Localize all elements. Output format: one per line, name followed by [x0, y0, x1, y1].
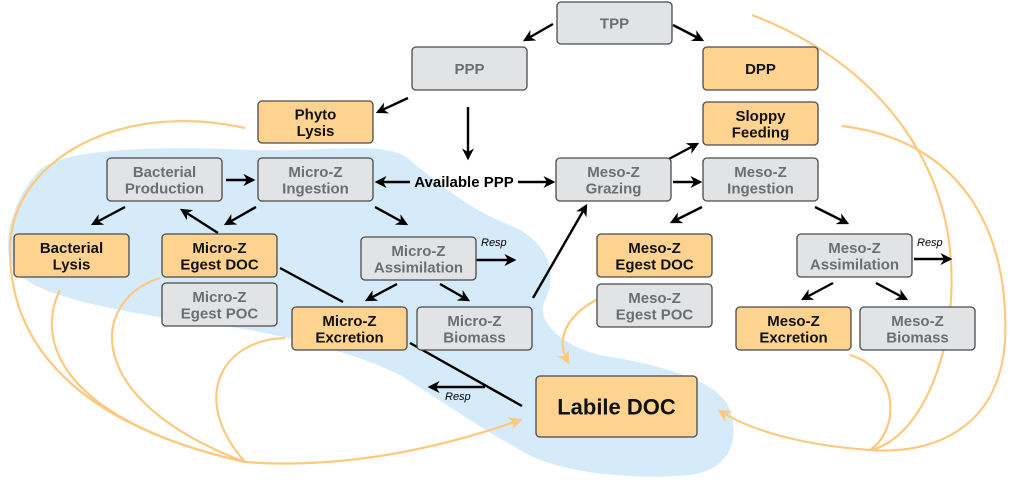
node-box [13, 233, 130, 278]
microz-resp-label: Resp [481, 237, 507, 249]
node-label: Micro-Z [288, 164, 342, 181]
node-label: Grazing [586, 180, 642, 197]
node-label: Bacterial [133, 164, 196, 181]
node-labile-doc: Labile DOC [535, 375, 698, 438]
node-box [735, 306, 852, 351]
node-box [702, 157, 819, 202]
node-label: Meso-Z [828, 240, 881, 257]
node-box [161, 282, 278, 327]
node-label: PPP [454, 61, 484, 78]
node-label: Micro-Z [391, 243, 445, 260]
node-label: Labile DOC [557, 395, 676, 420]
node-label: Meso-Z [628, 290, 681, 307]
node-ppp: PPP [411, 46, 528, 91]
node-label: Egest DOC [180, 256, 259, 273]
node-label: Micro-Z [447, 313, 501, 330]
node-box [859, 306, 976, 351]
node-tpp: TPP [556, 1, 673, 45]
node-box [796, 233, 913, 278]
node-box [416, 306, 533, 351]
node-label: Assimilation [810, 256, 899, 273]
node-label: Meso-Z [767, 313, 820, 330]
node-label: Biomass [886, 329, 949, 346]
node-label: Bacterial [40, 240, 103, 257]
node-label: DPP [745, 61, 776, 78]
node-box [360, 236, 477, 281]
node-label: Micro-Z [192, 289, 246, 306]
node-box [257, 157, 374, 202]
node-label: Meso-Z [734, 164, 787, 181]
node-label: Ingestion [727, 180, 794, 197]
node-label: Egest DOC [615, 256, 694, 273]
node-label: Feeding [732, 124, 790, 141]
node-box [411, 46, 528, 91]
node-dpp: DPP [702, 46, 819, 91]
node-label: Sloppy [735, 108, 786, 125]
node-box [257, 100, 374, 144]
node-label: Excretion [315, 329, 383, 346]
node-box [106, 157, 223, 202]
mesoz-resp-label: Resp [917, 237, 943, 249]
node-label: Excretion [759, 329, 827, 346]
node-label: Ingestion [282, 180, 349, 197]
node-box [596, 283, 713, 328]
node-label: Meso-Z [891, 313, 944, 330]
node-label: Biomass [443, 329, 506, 346]
node-box [535, 375, 698, 438]
node-label: Assimilation [374, 259, 463, 276]
node-label: Meso-Z [628, 240, 681, 257]
available-ppp-label: Available PPP [414, 174, 514, 191]
node-box [596, 233, 713, 278]
bacterial-resp-label: Resp [445, 391, 471, 403]
node-label: Phyto [295, 106, 337, 123]
node-label: Meso-Z [587, 164, 640, 181]
node-label: Micro-Z [322, 313, 376, 330]
node-box [555, 157, 672, 202]
node-label: Lysis [297, 123, 335, 140]
flow-arrows [90, 22, 953, 408]
node-box [161, 233, 278, 278]
node-box [702, 101, 819, 146]
node-label: Micro-Z [192, 240, 246, 257]
node-box [702, 46, 819, 91]
node-box [556, 1, 673, 45]
node-label: Lysis [53, 256, 91, 273]
node-label: Production [125, 180, 204, 197]
node-box [291, 306, 408, 351]
node-label: Egest POC [181, 305, 259, 322]
node-label: Egest POC [616, 306, 694, 323]
node-label: TPP [600, 16, 629, 33]
